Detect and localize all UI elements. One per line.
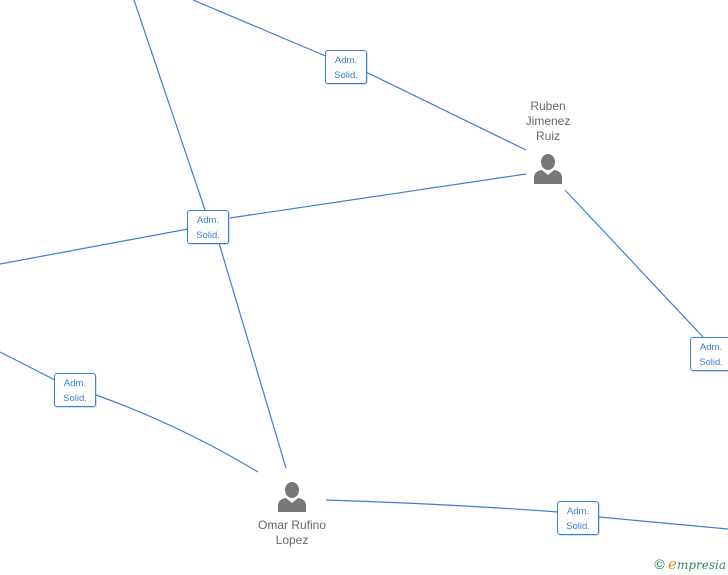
person-icon [278,482,306,512]
relation-label-line1: Adm. [566,506,590,517]
edge [0,228,189,265]
person-name-line: Ruben [530,99,566,113]
brand-name: mpresia [676,558,726,572]
brand-initial: e [668,555,677,573]
relation-label-line1: Adm. [63,378,87,389]
relation-label-line2: Solid. [699,357,723,368]
person-icon [534,154,562,184]
person-node-ruben[interactable]: Ruben Jimenez Ruiz [498,99,598,185]
relation-label-line1: Adm. [196,215,220,226]
edge [564,189,704,338]
relation-label[interactable]: Adm. Solid. [187,210,229,244]
edge [95,394,259,473]
edge [218,242,287,469]
relation-label[interactable]: Adm. Solid. [325,50,367,84]
edge [0,351,56,381]
relation-label-line1: Adm. [699,342,723,353]
relation-label-line2: Solid. [566,521,590,532]
relation-label-line2: Solid. [334,70,358,81]
person-node-omar[interactable]: Omar Rufino Lopez [242,481,342,548]
person-name-line: Ruiz [535,129,560,143]
relation-label[interactable]: Adm. Solid. [690,337,728,371]
empresia-watermark: © empresia [654,555,726,573]
edge [365,71,527,151]
relation-label-line1: Adm. [334,55,358,66]
relation-label[interactable]: Adm. Solid. [557,501,599,535]
person-name-line: Lopez [275,533,309,547]
edge [133,0,206,211]
relation-label-line2: Solid. [196,230,220,241]
person-name-line: Omar Rufino [257,518,327,532]
copyright-icon: © [654,556,665,572]
relation-label[interactable]: Adm. Solid. [54,373,96,407]
edge [598,516,728,530]
relation-label-line2: Solid. [63,393,87,404]
edge [192,0,329,58]
edge [325,499,559,513]
person-name-line: Jimenez [525,114,571,128]
edge [229,173,527,219]
